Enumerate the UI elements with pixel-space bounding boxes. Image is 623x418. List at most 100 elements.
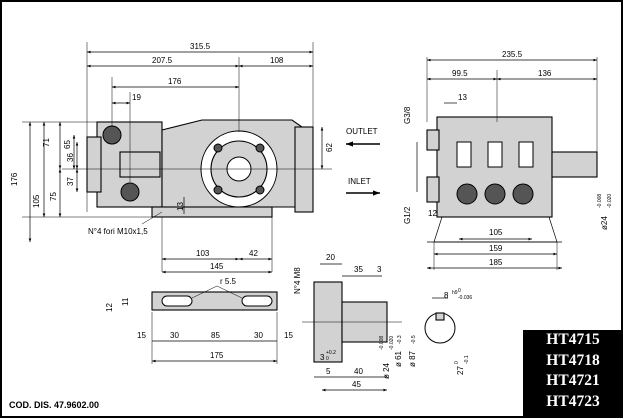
- dim-shaft-dia61: ø 61: [394, 350, 403, 367]
- dim-base-42: 42: [249, 249, 258, 258]
- dim-plate-85: 85: [211, 331, 220, 340]
- flange-bolt: [255, 143, 265, 153]
- keyway-depth-tol-upper: 0: [454, 361, 460, 364]
- dim-shaft-40: 40: [354, 367, 363, 376]
- keyway-width: 8: [444, 291, 449, 300]
- keyway-view: 8 h9 0 -0.036 27 0 -0.1: [424, 288, 472, 375]
- dim-overall-width: 235.5: [502, 50, 523, 59]
- model-name: HT4723: [546, 392, 600, 410]
- model-name: HT4715: [546, 331, 600, 348]
- flow-labels: OUTLET INLET: [346, 127, 380, 196]
- dim-base-159: 159: [489, 244, 503, 253]
- dim-height-75: 75: [49, 192, 58, 201]
- dim-base-145: 145: [210, 262, 224, 271]
- inlet-label: INLET: [348, 177, 371, 186]
- key-slot: [435, 312, 445, 321]
- dim-head-length: 207.5: [152, 56, 173, 65]
- dim-plate-175: 175: [210, 351, 224, 360]
- dim-99-5: 99.5: [452, 69, 468, 78]
- dim-shaft-3: 3: [377, 265, 382, 274]
- shaft-tol-lower: -0.020: [607, 194, 613, 208]
- nut-label: N°4 M8: [293, 267, 302, 294]
- dim-shaft-dia87: ø 87: [408, 350, 417, 367]
- slot-radius: r 5.5: [220, 277, 237, 286]
- inlet-fitting: [426, 176, 440, 203]
- drive-shaft: [551, 151, 598, 178]
- dim-shaft-dia61-tol: -0.3: [397, 335, 403, 344]
- shaft-tol-upper: -0.008: [597, 194, 603, 208]
- dim-chamfer: 3: [320, 353, 325, 362]
- shaft-dia: ø24: [600, 216, 609, 230]
- keyway-depth: 27: [456, 366, 465, 375]
- dim-height-71: 71: [42, 138, 51, 147]
- model-name: HT4718: [546, 351, 600, 369]
- valve-cap-2: [487, 141, 503, 168]
- dim-plate-12: 12: [105, 303, 114, 312]
- inlet-port: [120, 182, 140, 202]
- dim-flange-13: 13: [176, 202, 185, 211]
- dim-height-37: 37: [66, 177, 75, 186]
- dim-height-105: 105: [32, 194, 41, 208]
- dim-chamfer-tol-low: 0: [326, 356, 329, 362]
- flange-bolt: [255, 185, 265, 195]
- dim-shaft-dia24: ø 24: [382, 362, 391, 379]
- dim-base-103: 103: [196, 249, 210, 258]
- dim-plate-30-left: 30: [170, 331, 179, 340]
- dim-13: 13: [458, 93, 467, 102]
- dim-shaft-35: 35: [354, 265, 363, 274]
- dim-overall-length: 315.5: [190, 42, 211, 51]
- model-name: HT4721: [546, 372, 600, 389]
- dim-plate-11: 11: [121, 297, 130, 306]
- dim-port-offset: 19: [132, 93, 141, 102]
- keyway-width-tol: h9: [452, 290, 458, 296]
- dim-shaft-20: 20: [326, 253, 335, 262]
- outlet-fitting: [426, 129, 440, 151]
- head-cap: [86, 136, 102, 193]
- dim-plate-30-right: 30: [254, 331, 263, 340]
- flange-bolt: [213, 143, 223, 153]
- dim-valve-offset: 176: [168, 77, 182, 86]
- valve-block: [119, 151, 161, 178]
- rear-cover: [294, 126, 314, 213]
- mounting-slot-right: [241, 295, 273, 307]
- base-plate-view: r 5.5 12 11 15 30 85 30 15 175: [105, 277, 293, 364]
- flange-bolt: [213, 185, 223, 195]
- dim-136: 136: [538, 69, 552, 78]
- dim-h-12: 12: [428, 209, 437, 218]
- dim-chamfer-tol: +0.2: [326, 350, 336, 356]
- dim-base-105: 105: [489, 228, 503, 237]
- dim-shaft-dia24-tol-upper: -0.008: [379, 336, 385, 350]
- thread-outlet: G3/8: [403, 106, 412, 124]
- model-list: HT4715 HT4718 HT4721 HT4723: [523, 330, 623, 418]
- keyway-depth-tol-lower: -0.1: [464, 355, 470, 364]
- dim-height-62: 62: [325, 143, 334, 152]
- dim-rear-length: 108: [270, 56, 284, 65]
- dim-shaft-dia87-tol: -0.5: [411, 335, 417, 344]
- side-view: 315.5 207.5 108 176 19 176 105 71 65 36 …: [10, 42, 334, 274]
- front-view: 235.5 99.5 136 13 G3/8 G1/2 12 105 159 1…: [403, 50, 613, 270]
- dim-plate-15-right: 15: [284, 331, 293, 340]
- shaft-view: N°4 M8 20 35 3 3 +0.2 0 5 40 45 ø 24 -0.…: [293, 253, 417, 392]
- keyway-width-tol-upper: 0: [458, 288, 461, 294]
- mounting-foot: [151, 206, 273, 218]
- dim-shaft-dia24-tol-lower: -0.020: [389, 336, 395, 350]
- inlet-port-3: [512, 183, 534, 205]
- holes-label: N°4 fori M10x1,5: [88, 227, 148, 236]
- dim-base-185: 185: [489, 258, 503, 267]
- dim-height-65: 65: [63, 140, 72, 149]
- inlet-port-1: [456, 183, 478, 205]
- mounting-slot-left: [161, 295, 193, 307]
- drawing-code: COD. DIS. 47.9602.00: [9, 400, 100, 410]
- thread-inlet: G1/2: [403, 206, 412, 224]
- dim-shaft-45: 45: [352, 380, 361, 389]
- keyway-width-tol-lower: -0.036: [458, 295, 472, 301]
- dim-height-36: 36: [66, 153, 75, 162]
- dim-shaft-5: 5: [326, 367, 331, 376]
- dim-height-176: 176: [10, 172, 19, 186]
- valve-cap-3: [518, 141, 534, 168]
- outlet-port: [102, 125, 122, 145]
- outlet-label: OUTLET: [346, 127, 378, 136]
- dim-plate-15-left: 15: [137, 331, 146, 340]
